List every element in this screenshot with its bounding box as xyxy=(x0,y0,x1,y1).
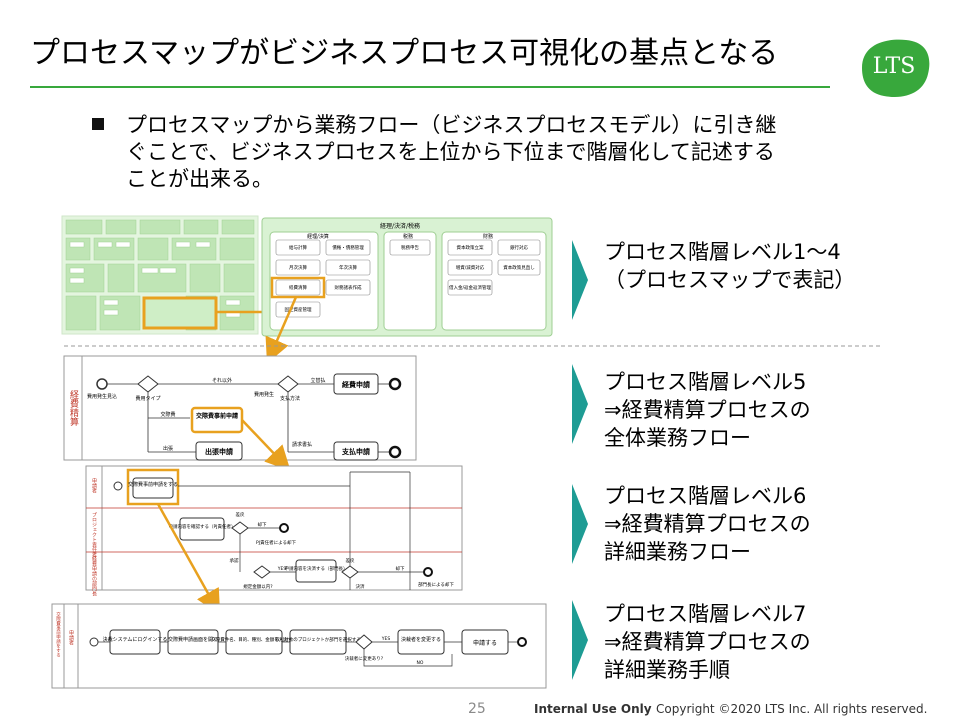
map-box: 債権・債務管理 xyxy=(332,244,364,251)
flow7-task: 交際費件名、目的、種別、金額を入力する xyxy=(211,636,297,643)
bullet-line: ぐことで、ビジネスプロセスを上位から下位まで階層化して記述する xyxy=(126,140,775,164)
flow5-task: 出張申請 xyxy=(205,447,233,456)
map-header: 経理/決済/税務 xyxy=(380,222,420,230)
flow5-node: 請求書払 xyxy=(292,441,312,448)
map-group-mid: 税務 xyxy=(403,233,413,240)
slide-title: プロセスマップがビジネスプロセス可視化の基点となる xyxy=(30,36,779,71)
chevron-right-icon xyxy=(572,364,588,444)
map-box: 財務諸表作成 xyxy=(335,284,362,291)
level-line: プロセス階層レベル7 xyxy=(604,602,807,626)
zoom-arrow-level5 xyxy=(265,296,298,364)
map-box: 資本政策見直し xyxy=(503,264,535,271)
level-6-label: プロセス階層レベル6 ⇒経費精算プロセスの 詳細業務フロー xyxy=(604,482,811,566)
map-box: 経費清算 xyxy=(289,284,307,291)
flow7-task: 申請する xyxy=(473,639,497,647)
level-line: 詳細業務フロー xyxy=(604,540,751,564)
flow5-node: 支払方法 xyxy=(280,395,300,402)
level-line: （プロセスマップで表記） xyxy=(604,268,856,292)
map-box: 年次決算 xyxy=(339,264,357,271)
copyright-text: Copyright ©2020 LTS Inc. All rights rese… xyxy=(656,702,928,716)
flow6-label: 却下 xyxy=(396,565,405,572)
bullet-line: ことが出来る。 xyxy=(126,167,273,191)
flow5-lane-label: 経費精算 xyxy=(68,389,79,427)
level-line: プロセス階層レベル1～4 xyxy=(604,240,841,264)
flow5-node: 出張 xyxy=(163,445,173,452)
flow5-node: 立替払 xyxy=(310,377,325,384)
map-group-right: 財務 xyxy=(483,233,493,240)
internal-use-label: Internal Use Only xyxy=(534,702,652,716)
map-box: 銀行対応 xyxy=(510,244,528,251)
title-underline xyxy=(30,86,830,88)
bullet-square-icon xyxy=(92,118,104,130)
flow6-label: 却下 xyxy=(258,521,267,528)
flow6-label: 部門長による却下 xyxy=(418,581,454,588)
level-7-label: プロセス階層レベル7 ⇒経費精算プロセスの 詳細業務手順 xyxy=(604,600,811,684)
map-box: 税務申告 xyxy=(401,244,419,251)
flow6-lane: プロジェクト責任者 xyxy=(91,512,97,558)
zoom-arrow-level7 xyxy=(156,503,221,615)
chevron-right-icon xyxy=(572,484,588,564)
flow7-task: 交際費申請画面を開く xyxy=(168,636,218,643)
flow6-label: YES xyxy=(277,566,287,572)
level-1-4-label: プロセス階層レベル1～4 （プロセスマップで表記） xyxy=(604,238,855,294)
level-5-label: プロセス階層レベル5 ⇒経費精算プロセスの 全体業務フロー xyxy=(604,368,811,452)
flow5-node: 費用発生見込 xyxy=(87,393,117,400)
flow6-label: PJ責任者による却下 xyxy=(256,539,296,546)
flow5-task: 交際費事前申請 xyxy=(196,412,238,420)
flow-level5: 経費精算 費用発生見込 費用タイプ それ以外 費用発生 支払方法 立替払 経費申… xyxy=(63,355,417,461)
level-line: 詳細業務手順 xyxy=(604,658,730,682)
map-group-left: 経理/決算 xyxy=(307,233,329,240)
flow6-label: 決済 xyxy=(356,583,365,590)
logo-text: LTS xyxy=(872,54,916,79)
flow6-label: 規定金額以内? xyxy=(243,583,273,590)
flow7-label: NO xyxy=(417,660,424,666)
level-line: ⇒経費精算プロセスの xyxy=(604,398,811,422)
flow5-node: それ以外 xyxy=(212,377,232,384)
flow7-lane: 申請者 xyxy=(68,629,74,646)
chevron-right-icon xyxy=(572,600,588,680)
bullet-text: プロセスマップから業務フロー（ビジネスプロセスモデル）に引き継 ぐことで、ビジネ… xyxy=(126,112,886,193)
map-box: 固定資産管理 xyxy=(285,306,312,313)
level-chevrons xyxy=(572,240,588,680)
flow-level6: 申請者 プロジェクト責任者 経費申請の部門長 交際費事前申請をする 申請内容を確… xyxy=(85,465,463,597)
flow7-label: YES xyxy=(381,636,391,642)
lts-logo: LTS xyxy=(856,38,932,98)
flow-level7: 交際費事前申請をする 申請者 決裁システムにログインする 交際費申請画面を開く … xyxy=(51,603,547,689)
flow6-lane: 経費申請の部門長 xyxy=(91,555,97,597)
process-map-thumbnail xyxy=(61,215,259,335)
map-box: 借入金/返金返済管理 xyxy=(449,284,492,291)
flow6-label: 承認 xyxy=(230,557,239,564)
logo-leaf-icon xyxy=(862,39,930,98)
bullet-line: プロセスマップから業務フロー（ビジネスプロセスモデル）に引き継 xyxy=(126,113,777,137)
flow5-task: 経費申請 xyxy=(342,380,370,389)
flow6-lane: 申請者 xyxy=(91,477,97,494)
map-box: 月次決算 xyxy=(289,264,307,271)
chevron-right-icon xyxy=(572,240,588,320)
zoom-arrow-level6 xyxy=(241,419,291,472)
level-line: プロセス階層レベル5 xyxy=(604,370,807,394)
flow6-label: 差戻 xyxy=(236,511,245,518)
page-number: 25 xyxy=(468,701,486,717)
level-line: ⇒経費精算プロセスの xyxy=(604,630,811,654)
map-box: 資本政策立案 xyxy=(457,244,484,251)
level-line: ⇒経費精算プロセスの xyxy=(604,512,811,536)
flow7-task: 決裁者を変更する xyxy=(401,636,441,643)
flow5-node: 費用発生 xyxy=(254,391,274,398)
flow6-task: 交際費事前申請をする xyxy=(128,481,178,488)
process-map-enlarged: 経理/決済/税務 経理/決算 税務 財務 給与計算 債権・債務管理 月次決算 年… xyxy=(261,217,553,337)
map-box: 増資/減資対応 xyxy=(456,264,485,271)
flow6-label: 差戻 xyxy=(346,557,355,564)
flow5-node: 交際費 xyxy=(160,411,175,418)
flow6-task: 申請内容を決済する（部門長） xyxy=(285,565,348,572)
level-line: 全体業務フロー xyxy=(604,426,751,450)
flow7-task: 決裁システムにログインする xyxy=(103,636,168,643)
flow7-lane-group: 交際費事前申請をする xyxy=(56,611,61,658)
flow5-task: 支払申請 xyxy=(341,447,370,456)
flow7-task: 取引対象のプロジェクトか部門を選択する xyxy=(275,636,361,643)
flow6-task: 申請内容を確認する（PJ責任者） xyxy=(168,523,235,530)
map-box: 給与計算 xyxy=(289,244,307,251)
level-line: プロセス階層レベル6 xyxy=(604,484,807,508)
